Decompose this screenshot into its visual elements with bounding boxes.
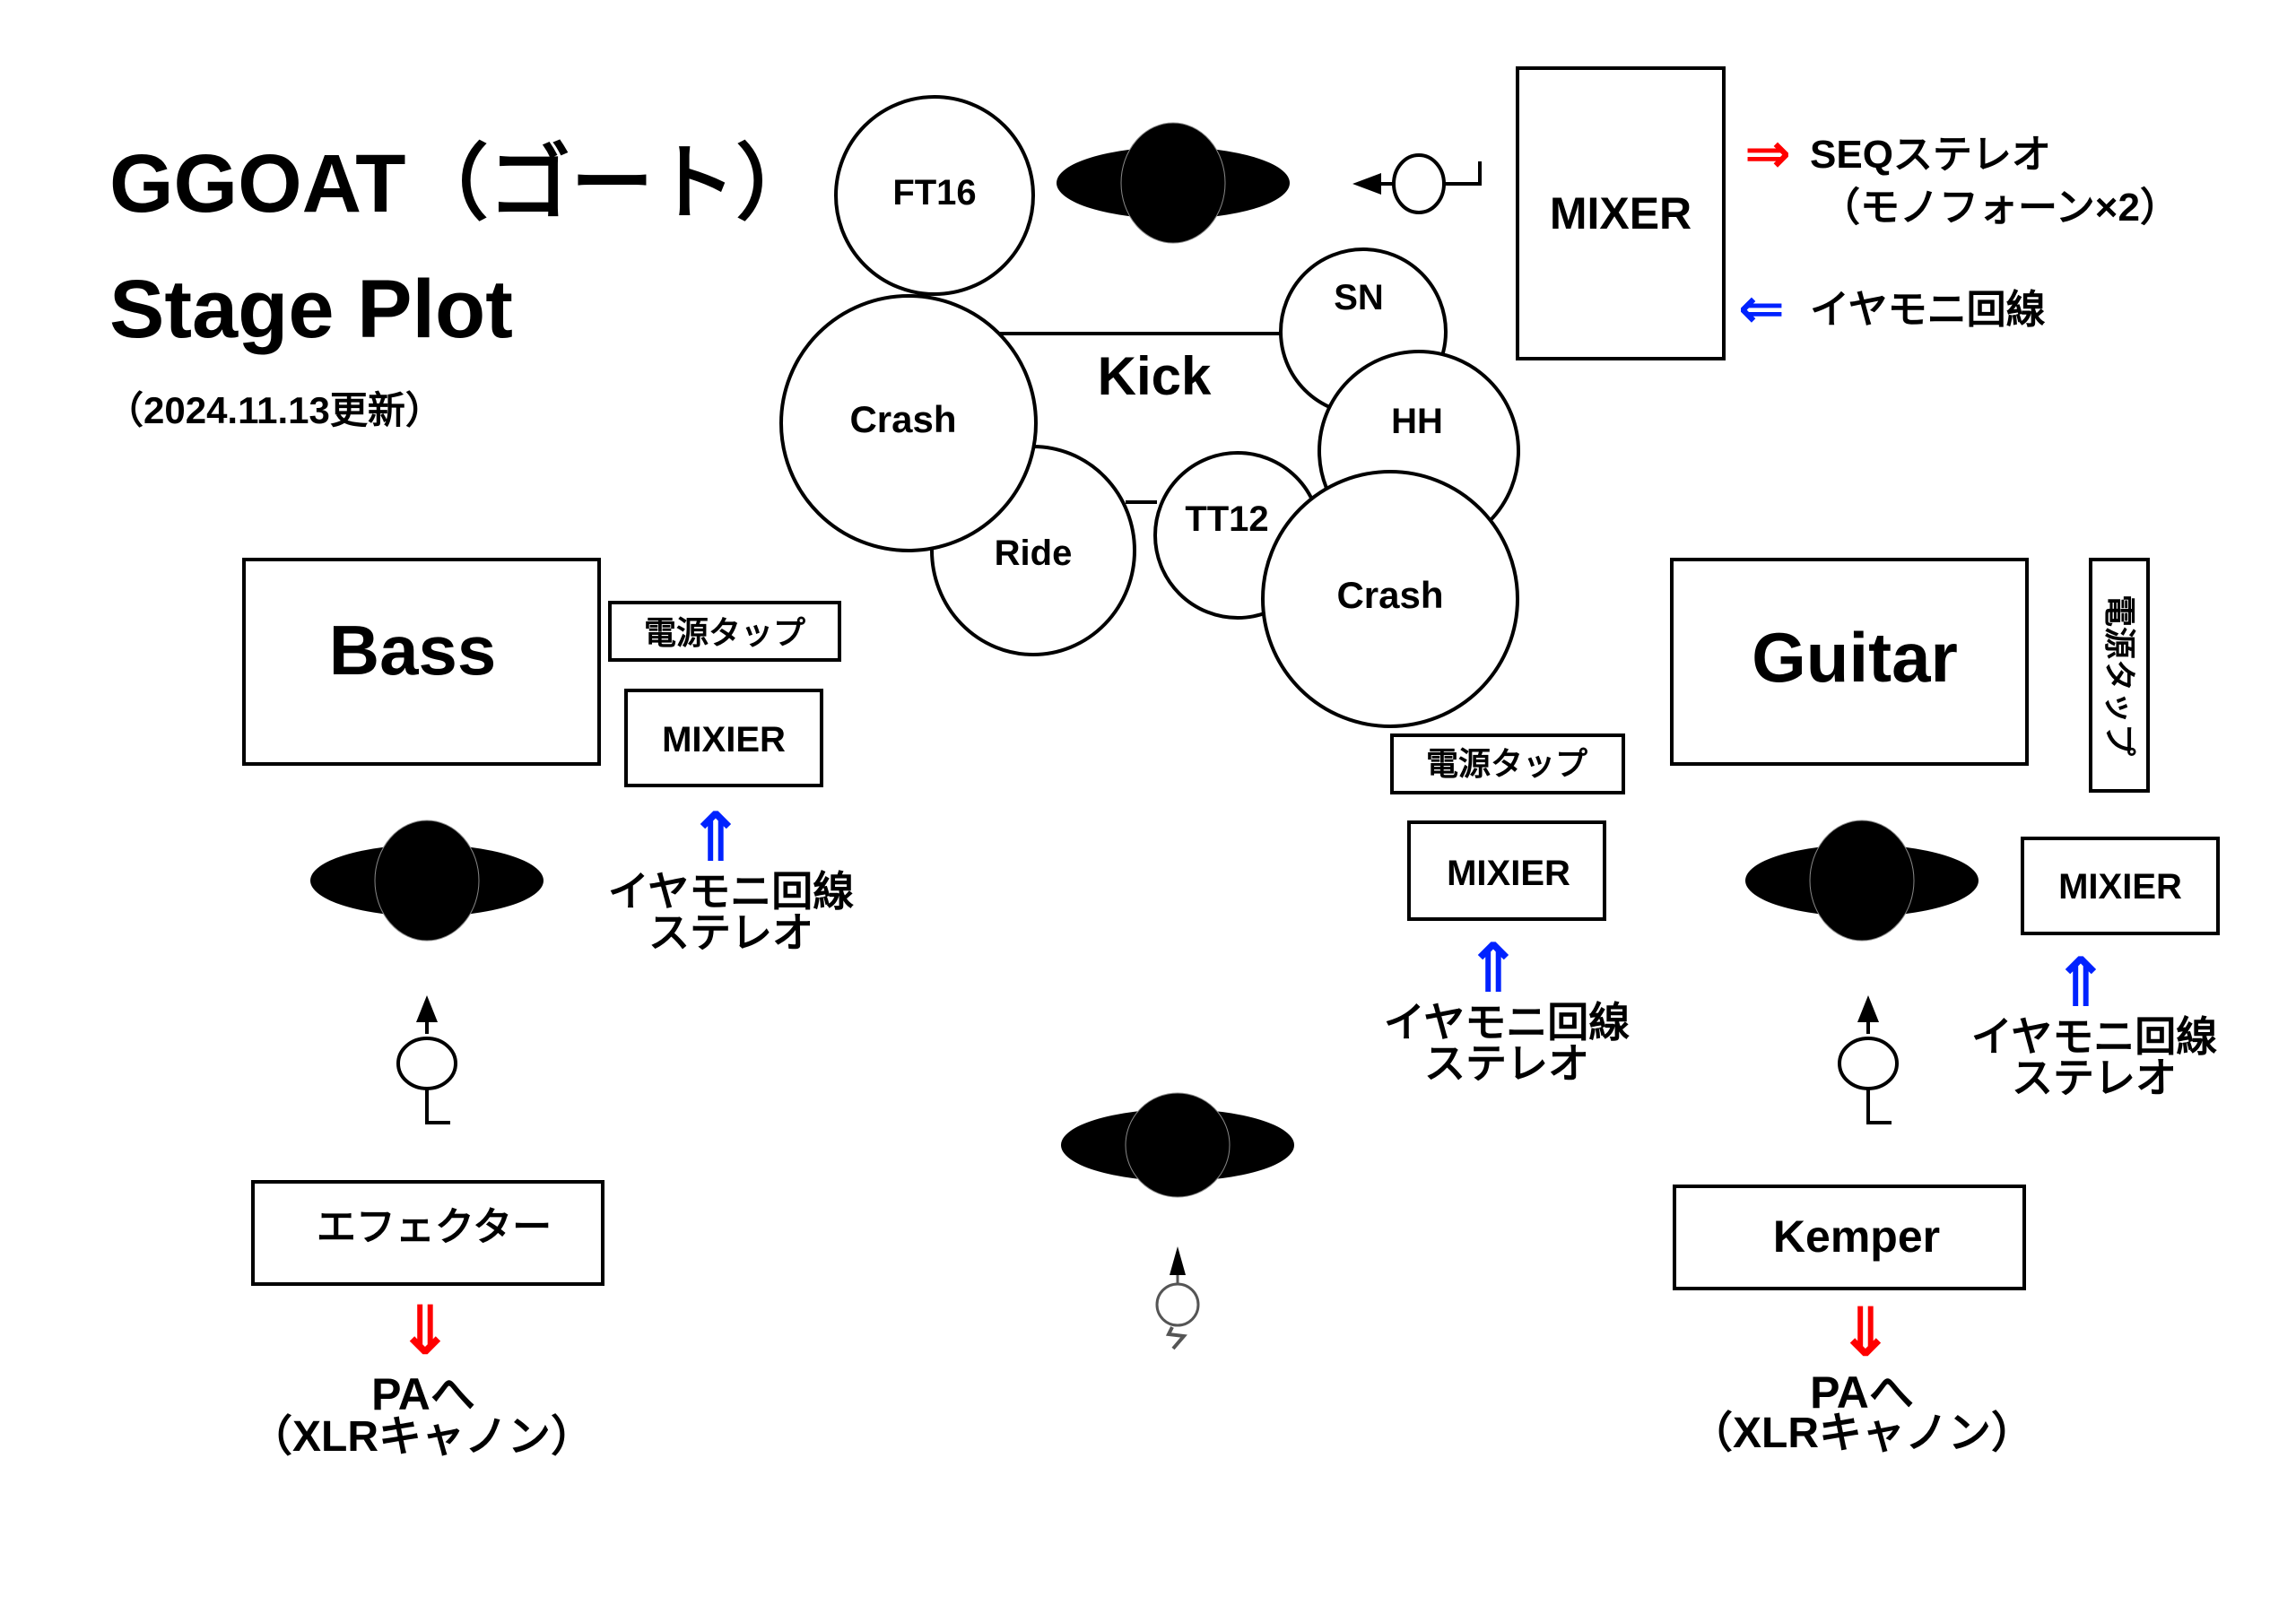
plot-subtitle: Stage Plot [109, 264, 513, 355]
bassist-figure [310, 820, 544, 942]
bass-amp-label: Bass [329, 611, 496, 690]
updated-date: （2024.11.13更新） [106, 389, 443, 431]
bass-effector-label: エフェクター [317, 1205, 552, 1249]
bass-effector-box [251, 1180, 604, 1286]
bass-iem-label: イヤモニ回線 [608, 868, 855, 915]
drum-label-crash-right: Crash [1336, 574, 1443, 616]
iem-in-arrow-icon: ⇐ [1738, 278, 1785, 340]
drum-ft16 [834, 95, 1035, 296]
seq-out-arrow-icon: ⇒ [1744, 123, 1791, 185]
drummer-mic-icon [1352, 153, 1482, 214]
center-power-tap-box [1390, 733, 1625, 794]
guitar-power-tap-box [2089, 558, 2150, 793]
center-iem-arrow-icon: ⇑ [1465, 931, 1522, 1007]
plot-title: GGOAT（ゴート） [109, 138, 819, 230]
guitar-amp-box [1670, 558, 2029, 766]
bass-mixer-label: MIXIER [662, 720, 786, 759]
center-power-tap-label: 電源タップ [1426, 745, 1587, 782]
guitar-mic-icon [1838, 995, 1899, 1124]
vocalist-figure [1061, 1092, 1294, 1198]
drum-label-ride: Ride [995, 534, 1073, 573]
center-iem-label: イヤモニ回線 [1384, 999, 1631, 1046]
main-mixer-label: MIXER [1550, 188, 1692, 239]
guitar-kemper-box [1673, 1185, 2026, 1290]
seq-out-label: SEQステレオ [1810, 133, 2051, 177]
guitar-iem-label: イヤモニ回線 [1971, 1013, 2218, 1060]
bass-amp-box [242, 558, 601, 766]
guitar-iem-sublabel: ステレオ [2012, 1055, 2177, 1101]
drum-label-kick: Kick [1098, 346, 1212, 406]
wireless-mic-icon [1155, 1246, 1200, 1350]
center-mixer-box [1407, 820, 1606, 921]
guitar-pa-sublabel: （XLRキャノン） [1690, 1410, 2034, 1457]
guitar-iem-arrow-icon: ⇑ [2052, 945, 2109, 1021]
bass-pa-arrow-icon: ⇓ [396, 1293, 454, 1369]
seq-out-sublabel: （モノフォーン×2） [1821, 186, 2179, 230]
bass-pa-sublabel: （XLRキャノン） [249, 1413, 594, 1461]
guitar-pa-label: PAへ [1810, 1367, 1914, 1418]
bass-mixer-box [624, 689, 823, 787]
guitar-amp-label: Guitar [1752, 618, 1958, 697]
drummer-figure [1057, 122, 1290, 244]
drum-label-tt12: TT12 [1185, 499, 1268, 539]
bass-power-tap-label: 電源タップ [644, 614, 805, 651]
bass-mic-icon [396, 995, 457, 1124]
drum-kit: Kick FT16 Crash SN HH Ride TT12 Crash [779, 95, 1520, 728]
cymbal-crash-left [779, 294, 1038, 552]
drum-label-hh: HH [1391, 402, 1443, 441]
guitar-pa-arrow-icon: ⇓ [1837, 1295, 1894, 1371]
bass-iem-arrow-icon: ⇑ [687, 800, 744, 876]
bass-pa-label: PAへ [371, 1369, 475, 1419]
guitar-kemper-label: Kemper [1773, 1211, 1940, 1262]
bass-iem-sublabel: ステレオ [648, 909, 813, 956]
cymbal-crash-right [1261, 470, 1519, 728]
bass-power-tap-box [608, 601, 841, 662]
iem-in-label: イヤモニ回線 [1810, 288, 2046, 332]
guitar-power-tap-label: 電源タップ [2101, 595, 2138, 756]
guitar-mixer-label: MIXIER [2058, 867, 2182, 907]
drum-label-ft16: FT16 [892, 173, 976, 213]
guitarist-figure [1745, 820, 1979, 942]
center-iem-sublabel: ステレオ [1424, 1040, 1589, 1087]
drum-label-sn: SN [1334, 278, 1384, 317]
guitar-mixer-box [2021, 837, 2220, 935]
drum-label-crash-left: Crash [849, 398, 956, 440]
center-mixer-label: MIXIER [1447, 854, 1570, 893]
main-mixer-box [1516, 66, 1726, 360]
